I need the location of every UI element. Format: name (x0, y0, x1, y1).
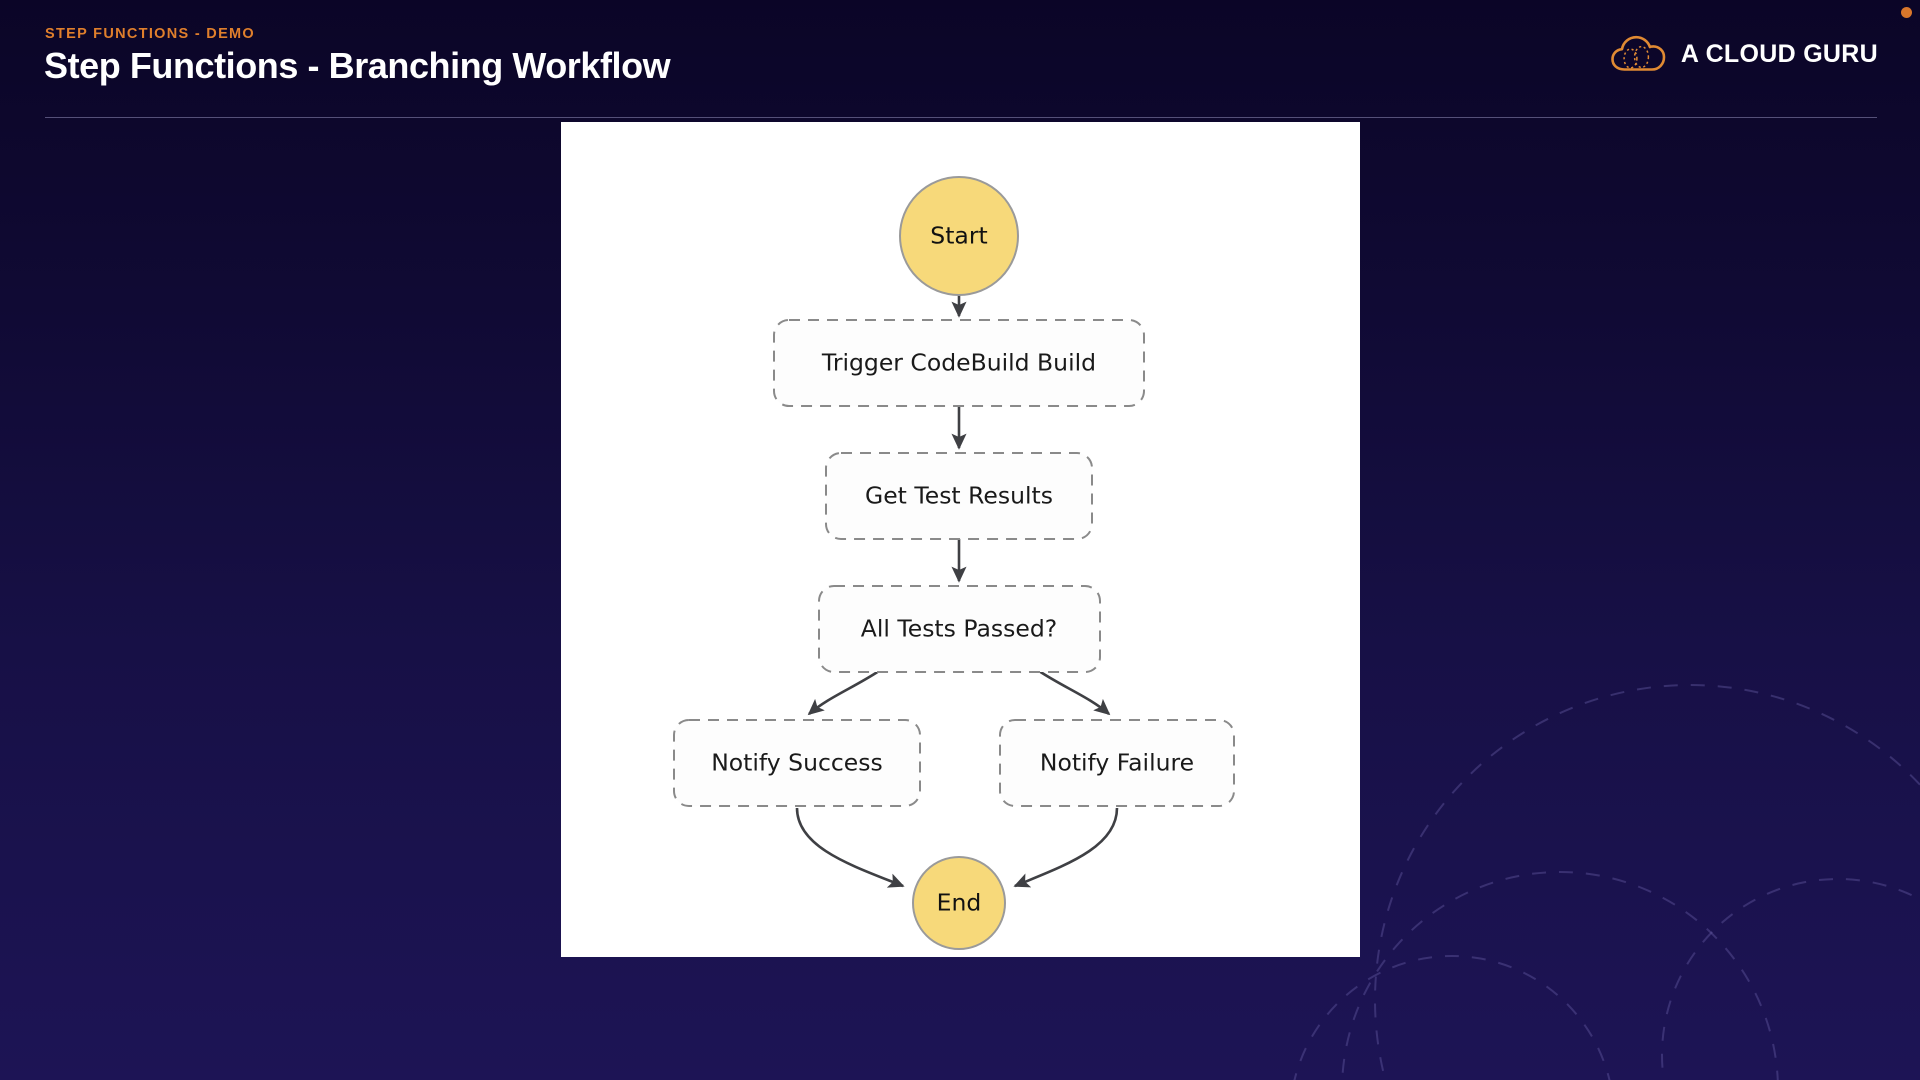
node-all-tests-passed-shape (818, 585, 1101, 673)
node-trigger-codebuild-build-label: Trigger CodeBuild Build (821, 349, 1096, 377)
node-get-test-results-label: Get Test Results (865, 482, 1053, 510)
node-start[interactable]: Start (899, 176, 1019, 296)
node-get-test-results[interactable]: Get Test Results (825, 452, 1093, 540)
diagram-canvas: Start Trigger CodeBuild Build Get Test R… (561, 122, 1360, 957)
brand-logo: A CLOUD GURU (1610, 33, 1878, 75)
flow-nodes: Start Trigger CodeBuild Build Get Test R… (673, 176, 1235, 950)
page-title: Step Functions - Branching Workflow (44, 45, 671, 86)
decor-ring-1 (1374, 684, 1920, 1080)
page-header: STEP FUNCTIONS - DEMO Step Functions - B… (0, 0, 1920, 118)
node-trigger-codebuild-build[interactable]: Trigger CodeBuild Build (773, 319, 1145, 407)
node-notify-failure[interactable]: Notify Failure (999, 719, 1235, 807)
decor-ring-2 (1341, 871, 1779, 1080)
edge-passed-to-success (807, 669, 880, 716)
decor-ring-4 (1293, 955, 1611, 1080)
node-end-shape (912, 856, 1006, 950)
node-start-label: Start (930, 222, 987, 250)
node-get-test-results-shape (825, 452, 1093, 540)
edge-passed-to-failure (1038, 669, 1111, 716)
edge-failure-to-end (1013, 807, 1119, 888)
orange-status-dot (1901, 7, 1912, 18)
edge-success-to-end (795, 807, 905, 888)
brand-name: A CLOUD GURU (1680, 39, 1878, 68)
node-notify-success[interactable]: Notify Success (673, 719, 921, 807)
cloud-outline-icon (1611, 35, 1666, 71)
node-all-tests-passed[interactable]: All Tests Passed? (818, 585, 1101, 673)
node-notify-failure-shape (999, 719, 1235, 807)
node-start-shape (899, 176, 1019, 296)
workflow-flowchart: Start Trigger CodeBuild Build Get Test R… (673, 176, 1235, 950)
node-notify-failure-label: Notify Failure (1040, 749, 1194, 777)
header-divider (45, 117, 1877, 118)
node-notify-success-shape (673, 719, 921, 807)
node-end-label: End (937, 889, 982, 917)
node-all-tests-passed-label: All Tests Passed? (861, 615, 1057, 643)
decor-ring-3 (1661, 878, 1920, 1080)
node-end[interactable]: End (912, 856, 1006, 950)
node-notify-success-label: Notify Success (711, 749, 883, 777)
header-eyebrow: STEP FUNCTIONS - DEMO (45, 26, 256, 42)
flow-edges (795, 295, 1119, 888)
node-trigger-codebuild-build-shape (773, 319, 1145, 407)
